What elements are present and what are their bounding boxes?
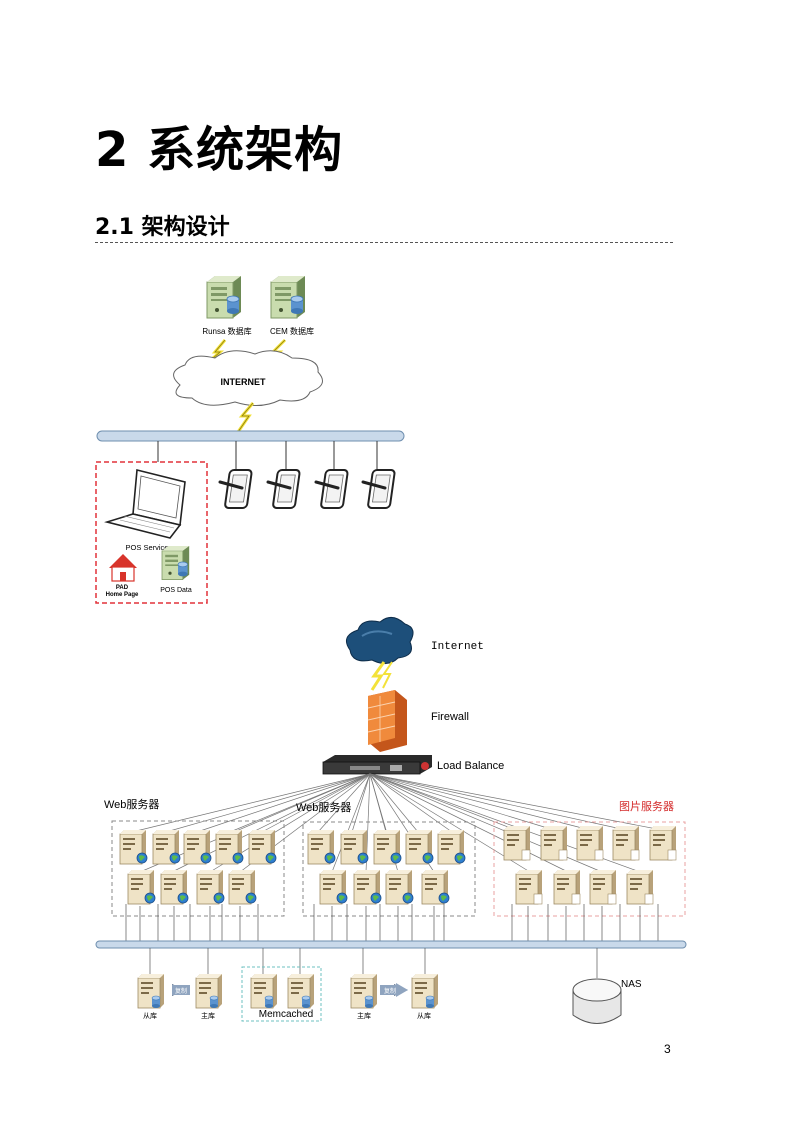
- image-group-box: [493, 821, 686, 917]
- diagram-1: Runsa 数据库 CEM 数据库 INTERNET: [95, 275, 405, 604]
- image-server-icon: [649, 825, 677, 861]
- web-server-icon: [119, 829, 148, 865]
- web-server-icon: [437, 829, 466, 865]
- copy-2-label: 复制: [384, 987, 396, 995]
- firewall-icon: [367, 690, 407, 752]
- web-server-icon: [385, 869, 414, 905]
- lightning-icon: [382, 661, 393, 689]
- copy-1-label: 复制: [175, 987, 187, 995]
- internet-label: Internet: [431, 641, 484, 653]
- copy-arrow-icon: [380, 983, 408, 997]
- lightning-icon: [370, 661, 386, 691]
- web-server-icon: [248, 829, 277, 865]
- network-bus: [96, 430, 405, 442]
- web-server-icon: [152, 829, 181, 865]
- master-2-label: 主库: [357, 1011, 371, 1020]
- memcached-box: [241, 966, 322, 1022]
- lightning-icon: [236, 402, 255, 433]
- tablet-icon: [361, 468, 397, 510]
- web-server-icon: [340, 829, 369, 865]
- laptop-icon: [104, 468, 186, 539]
- master-1-label: 主库: [201, 1011, 215, 1020]
- image-server-icon: [503, 825, 531, 861]
- firewall-label: Firewall: [431, 711, 469, 723]
- nas-storage-icon: [572, 978, 622, 1024]
- section-divider: [95, 242, 673, 243]
- web-server-icon: [196, 869, 225, 905]
- web-server-icon: [215, 829, 244, 865]
- tablet-icon: [218, 468, 254, 510]
- section-title: 2.1 架构设计: [95, 215, 230, 240]
- image-server-icon: [589, 869, 617, 905]
- runsa-db-label: Runsa 数据库: [202, 326, 251, 336]
- cem-db-label: CEM 数据库: [270, 326, 314, 336]
- web-server-icon: [160, 869, 189, 905]
- slave-2-label: 从库: [417, 1011, 431, 1020]
- web-group-2-label: Web服务器: [296, 801, 351, 814]
- master-db-server-icon: [350, 973, 378, 1009]
- web-server-icon: [421, 869, 450, 905]
- chapter-title: 2 系统架构: [95, 122, 344, 178]
- memcached-label: Memcached: [259, 1009, 313, 1020]
- image-server-icon: [612, 825, 640, 861]
- pad-label-line2: Home Page: [106, 592, 139, 598]
- web-server-icon: [307, 829, 336, 865]
- slave-db-server-icon: [411, 973, 439, 1009]
- image-server-icon: [515, 869, 543, 905]
- runsa-db-server-icon: [206, 275, 242, 319]
- memcached-server-icon: [250, 973, 278, 1009]
- cem-db-server-icon: [270, 275, 306, 319]
- web-server-icon: [319, 869, 348, 905]
- web-server-icon: [228, 869, 257, 905]
- pad-label-line1: PAD: [116, 585, 129, 591]
- home-icon: [109, 554, 137, 582]
- web-server-icon: [127, 869, 156, 905]
- tablet-icon: [314, 468, 350, 510]
- slave-1-label: 从库: [143, 1011, 157, 1020]
- internet-label: INTERNET: [221, 377, 267, 387]
- web-group-2-box: [302, 821, 476, 917]
- web-group-1-label: Web服务器: [104, 798, 159, 811]
- bus-drop-lines: [125, 904, 659, 942]
- tablet-icon: [266, 468, 302, 510]
- image-server-icon: [553, 869, 581, 905]
- copy-arrow-icon: [172, 984, 190, 996]
- diagram-2: Internet Firewall Load Balance: [95, 617, 687, 1024]
- load-balance-label: Load Balance: [437, 760, 504, 772]
- lower-network-bus: [95, 940, 687, 949]
- image-server-icon: [576, 825, 604, 861]
- web-server-icon: [405, 829, 434, 865]
- web-group-1-box: [111, 820, 285, 917]
- image-group-label: 图片服务器: [619, 800, 674, 813]
- pos-service-label: POS Service: [126, 543, 169, 552]
- page-number: 3: [664, 1042, 671, 1056]
- memcached-server-icon: [287, 973, 315, 1009]
- slave-db-server-icon: [137, 973, 165, 1009]
- image-server-icon: [626, 869, 654, 905]
- image-server-icon: [540, 825, 568, 861]
- web-server-icon: [353, 869, 382, 905]
- web-server-icon: [183, 829, 212, 865]
- lightning-icon: [237, 402, 254, 433]
- pos-group-box: [95, 461, 208, 604]
- pos-data-label: POS Data: [160, 587, 192, 594]
- web-server-icon: [373, 829, 402, 865]
- nas-label: NAS: [621, 979, 642, 990]
- load-balancer-icon: [322, 755, 432, 775]
- internet-cloud-icon: [173, 350, 323, 406]
- storm-cloud-icon: [345, 617, 414, 664]
- pos-data-server-icon: [161, 545, 190, 580]
- master-db-server-icon: [195, 973, 223, 1009]
